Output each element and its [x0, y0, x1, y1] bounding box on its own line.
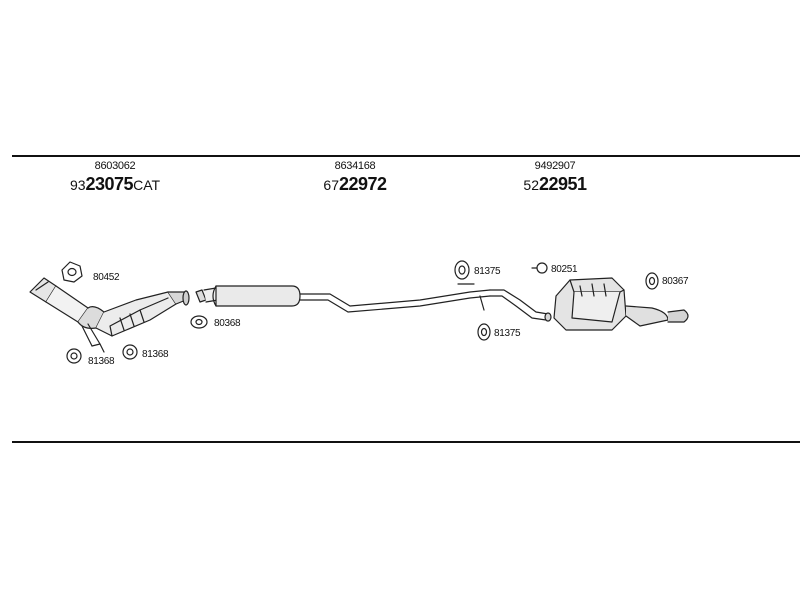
hanger-rear-icon	[645, 272, 659, 290]
part-header-rear-silencer: 9492907 5222951	[505, 160, 605, 195]
bottom-divider-line	[12, 441, 800, 443]
hanger-top-icon	[454, 260, 470, 280]
part-number: 6722972	[323, 174, 387, 194]
ring-left-icon	[66, 348, 82, 364]
ring-right-icon	[122, 344, 138, 360]
label-front-gasket: 80452	[93, 272, 120, 283]
connecting-pipe	[457, 283, 552, 322]
part-code: 8603062	[94, 160, 136, 172]
front-gasket-icon	[61, 261, 83, 283]
part-header-middle-silencer: 8634168 6722972	[305, 160, 405, 195]
clamp-icon	[531, 262, 548, 274]
label-ring-right: 81368	[142, 349, 169, 360]
label-flange-gasket: 80368	[214, 318, 241, 329]
part-header-catalytic: 8603062 9323075CAT	[60, 160, 170, 195]
hanger-bottom-icon	[477, 323, 491, 341]
part-code: 8634168	[334, 160, 376, 172]
catalytic-converter	[29, 277, 190, 353]
top-divider-line	[12, 155, 800, 157]
rear-silencer	[553, 277, 689, 331]
label-clamp: 80251	[551, 264, 578, 275]
part-number: 5222951	[523, 174, 587, 194]
label-hanger-bottom: 81375	[494, 328, 521, 339]
label-ring-left: 81368	[88, 356, 115, 367]
label-hanger-top: 81375	[474, 266, 501, 277]
part-number: 9323075CAT	[69, 174, 161, 194]
flange-gasket-icon	[190, 315, 208, 329]
part-code: 9492907	[534, 160, 576, 172]
label-hanger-rear: 80367	[662, 276, 689, 287]
middle-silencer	[195, 285, 491, 313]
